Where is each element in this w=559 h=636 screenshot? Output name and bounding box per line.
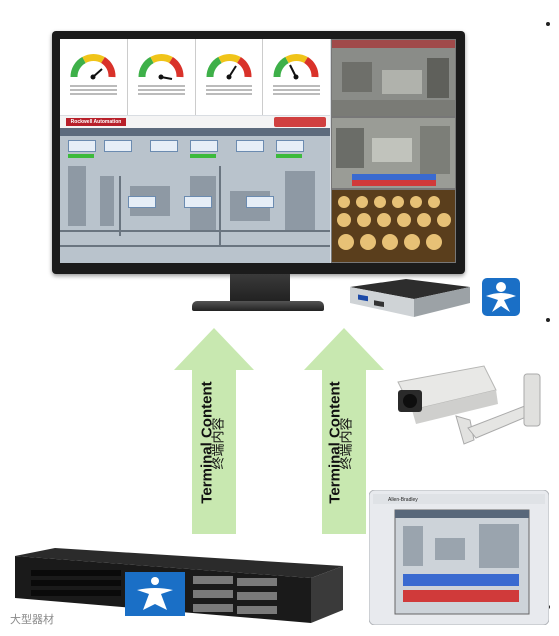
hmi-header-logo (274, 117, 326, 127)
thinmanager-logo-icon (482, 278, 520, 316)
gauge-icon (206, 53, 251, 80)
watermark: 大型器材 (10, 614, 54, 626)
camera-feed (332, 190, 455, 262)
hmi-status-box[interactable] (190, 140, 218, 152)
gauge-panel (196, 39, 264, 115)
hmi-status-box[interactable] (236, 140, 264, 152)
camera-feed (332, 40, 455, 116)
gauge-dashboard (60, 39, 330, 115)
hmi-status-box[interactable] (246, 196, 274, 208)
hmi-status-box[interactable] (150, 140, 178, 152)
bullet (546, 318, 550, 322)
hmi-status-box[interactable] (128, 196, 156, 208)
hmi-nav-bar[interactable] (60, 128, 330, 136)
gauge-icon (273, 53, 319, 80)
camera-feed (332, 118, 455, 188)
monitor-stand (230, 274, 290, 306)
hmi-status-box[interactable] (184, 196, 212, 208)
gauge-panel (60, 39, 128, 115)
touch-panel-icon (369, 490, 549, 625)
thin-client-icon (350, 279, 470, 317)
monitor-screen: Rockwell Automation (60, 39, 456, 263)
hmi-status-box[interactable] (104, 140, 132, 152)
hmi-status-indicator (276, 154, 302, 158)
monitor-base (192, 301, 324, 311)
security-camera-icon (397, 365, 541, 445)
hmi-brand-logo: Rockwell Automation (66, 118, 126, 126)
camera-feed-column (331, 39, 456, 263)
tablet-brand-label: Allen-Bradley (388, 497, 418, 503)
hmi-status-box[interactable] (276, 140, 304, 152)
gauge-icon (138, 53, 184, 80)
monitor: Rockwell Automation (52, 31, 465, 274)
gauge-panel (263, 39, 330, 115)
upward-arrow (304, 328, 384, 534)
arrow-label-cn: 终端内容 (338, 417, 354, 470)
hmi-status-indicator (68, 154, 94, 158)
hmi-process-view: Rockwell Automation (60, 116, 330, 263)
upward-arrow (174, 328, 254, 534)
gauge-panel (128, 39, 196, 115)
hmi-status-indicator (190, 154, 216, 158)
server-rack-icon (15, 548, 343, 623)
arrow-label-cn: 终端内容 (210, 417, 226, 470)
gauge-icon (70, 53, 116, 80)
hmi-status-box[interactable] (68, 140, 96, 152)
bullet (546, 22, 550, 26)
